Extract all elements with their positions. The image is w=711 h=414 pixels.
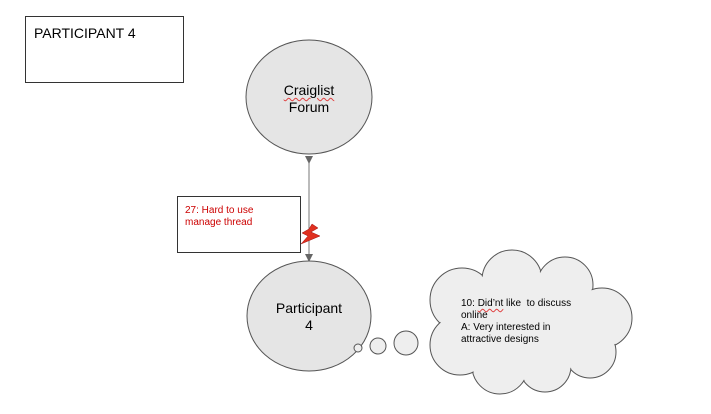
thought-cloud[interactable] <box>429 249 633 395</box>
connection-note-box: 27: Hard to use manage thread <box>177 196 301 253</box>
participant-label: Participant 4 <box>259 300 359 334</box>
thought-bubble-large <box>393 330 419 356</box>
participant-label-line2: 4 <box>305 317 313 333</box>
thought-bubble-small <box>353 343 363 353</box>
thought-line3: A: Very interested in <box>461 322 551 333</box>
connection-note-line2: manage thread <box>185 217 253 228</box>
forum-node[interactable] <box>245 39 373 155</box>
forum-label: Craiglist Forum <box>259 82 359 116</box>
connection-note-line1: 27: Hard to use <box>185 205 254 216</box>
lightning-bolt-icon <box>300 223 321 245</box>
thought-text: 10: Did’nt like to discuss online A: Ver… <box>461 298 601 346</box>
thought-bubble-medium <box>369 337 387 355</box>
thought-line1: 10: Did’nt like to discuss <box>461 298 572 309</box>
participant-label-line1: Participant <box>275 300 343 316</box>
participant-title-box: PARTICIPANT 4 <box>25 16 184 83</box>
forum-label-line1: Craiglist <box>283 82 335 98</box>
participant-node[interactable] <box>246 260 372 372</box>
forum-label-line2: Forum <box>288 99 330 115</box>
participant-title-text: PARTICIPANT 4 <box>34 25 136 41</box>
thought-line4: attractive designs <box>461 334 539 345</box>
thought-line2: online <box>461 310 488 321</box>
